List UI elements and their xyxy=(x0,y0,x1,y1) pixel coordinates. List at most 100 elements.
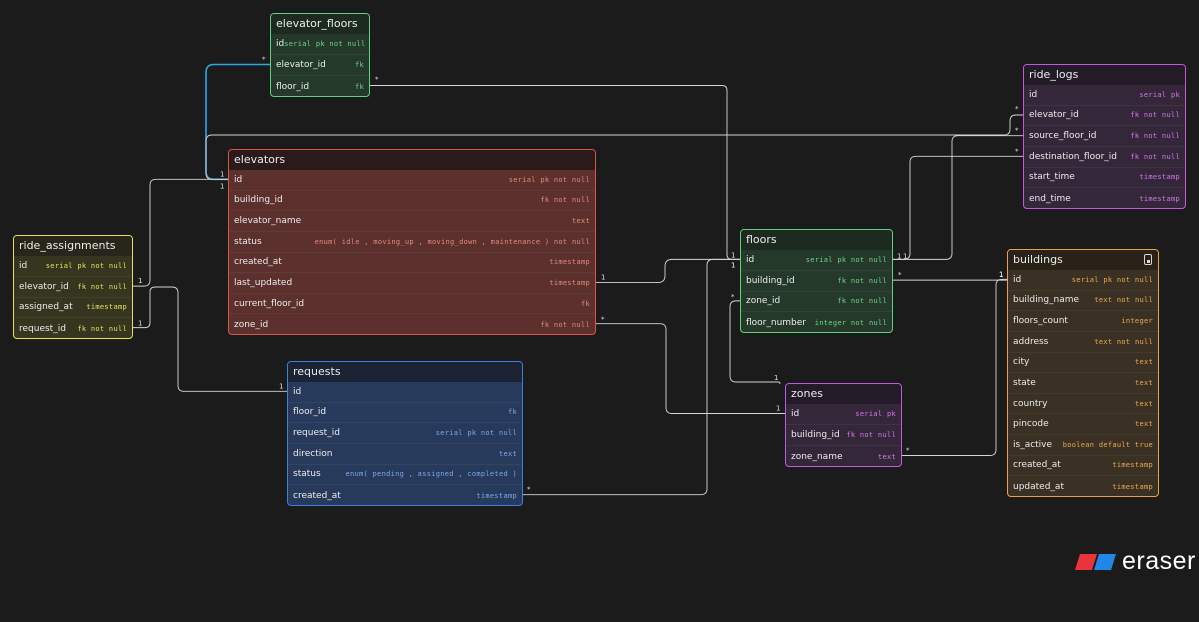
relation-edge[interactable] xyxy=(902,278,1007,456)
field-name: current_floor_id xyxy=(234,298,305,309)
cardinality-label: 1 xyxy=(999,270,1003,278)
relation-edge[interactable] xyxy=(596,323,785,414)
table-header[interactable]: elevators xyxy=(229,150,595,170)
relation-edge[interactable] xyxy=(133,178,228,287)
table-header[interactable]: elevator_floors xyxy=(271,14,369,34)
table-header[interactable]: buildings xyxy=(1008,250,1158,270)
relation-edge[interactable] xyxy=(729,300,781,385)
field-type: integer not null xyxy=(814,318,887,327)
field-name: pincode xyxy=(1013,419,1049,430)
field-type: integer xyxy=(1121,317,1153,326)
table-header[interactable]: ride_logs xyxy=(1024,65,1185,85)
relation-edge[interactable] xyxy=(893,155,1023,260)
field-row[interactable]: source_floor_id fk not null xyxy=(1024,126,1185,147)
field-type: fk not null xyxy=(1130,111,1180,120)
relation-edge[interactable] xyxy=(596,258,740,283)
field-row[interactable]: id xyxy=(288,382,522,403)
relation-edge[interactable] xyxy=(893,135,1023,260)
cardinality-label: 1 xyxy=(279,382,283,390)
field-name: building_name xyxy=(1013,295,1080,306)
cardinality-label: * xyxy=(731,293,735,301)
field-row[interactable]: current_floor_id fk xyxy=(229,294,595,315)
field-name: source_floor_id xyxy=(1029,131,1097,142)
field-name: created_at xyxy=(293,490,341,501)
table-header[interactable]: floors xyxy=(741,230,892,250)
field-name: created_at xyxy=(234,257,282,268)
table-title: ride_logs xyxy=(1029,68,1079,81)
cardinality-label: * xyxy=(262,56,266,64)
table-header[interactable]: requests xyxy=(288,362,522,382)
field-name: elevator_id xyxy=(1029,110,1079,121)
cardinality-label: 1 xyxy=(220,170,224,178)
document-icon[interactable] xyxy=(1144,254,1152,265)
field-name: id xyxy=(19,260,28,271)
table-header[interactable]: zones xyxy=(786,384,901,404)
relation-edge[interactable] xyxy=(523,258,740,496)
field-name: building_id xyxy=(234,195,283,206)
cardinality-label: 1 xyxy=(999,271,1003,279)
field-row[interactable]: elevator_id fk not null xyxy=(1024,106,1185,127)
field-type: fk not null xyxy=(1130,132,1180,141)
table-header[interactable]: ride_assignments xyxy=(14,236,132,256)
field-type: boolean default true xyxy=(1062,440,1153,449)
field-type: enum( pending , assigned , completed ) xyxy=(345,470,517,479)
field-type: fk xyxy=(580,299,590,308)
cardinality-label: * xyxy=(1015,147,1019,155)
field-name: zone_id xyxy=(746,296,781,307)
relation-edge[interactable] xyxy=(133,286,287,392)
table-title: elevators xyxy=(234,153,286,166)
field-type: fk not null xyxy=(846,431,896,439)
relation-edge[interactable] xyxy=(205,114,1023,180)
